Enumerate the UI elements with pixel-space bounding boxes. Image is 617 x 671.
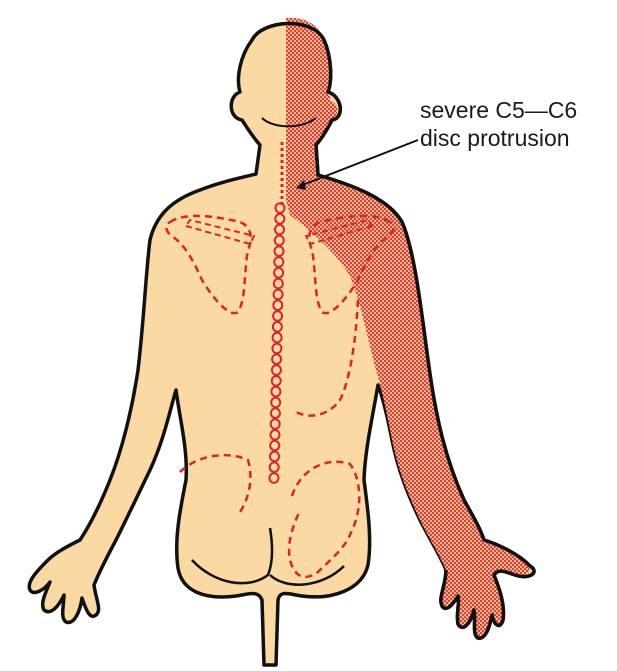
annotation-label-line1: severe C5—C6	[420, 97, 577, 123]
annotation-label-line2: disc protrusion	[420, 125, 570, 151]
